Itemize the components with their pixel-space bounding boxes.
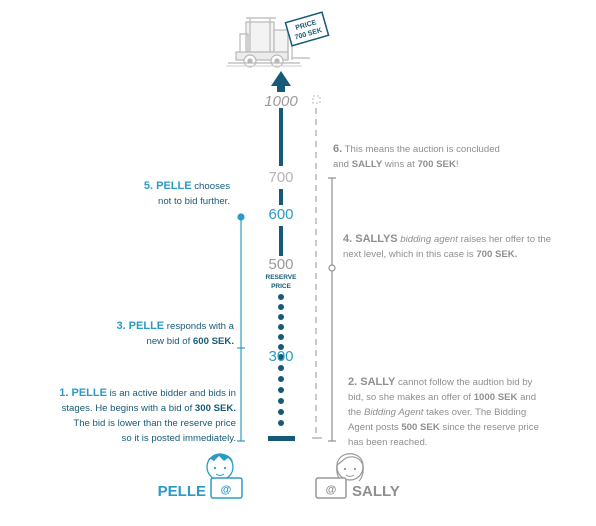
- sally-step2-line2-bold: 1000 SEK: [474, 392, 518, 403]
- arrow-up-icon: [271, 71, 291, 86]
- sally-step2-line2-post: and: [517, 392, 536, 403]
- sally-step6-line2-pre: and: [333, 159, 352, 170]
- svg-text:the Bidding Agent takes over.: the Bidding Agent takes over. The Biddin…: [348, 407, 526, 418]
- sally-step-6: 6. This means the auction is concluded a…: [333, 143, 500, 170]
- sally-step2-line3-post: takes over. The Bidding: [423, 407, 526, 418]
- pelle-step1-line2-pre: stages. He begins with a bid of: [62, 403, 195, 414]
- price-tag: PRICE 700 SEK: [284, 11, 330, 47]
- svg-text:next level, which in this case: next level, which in this case is 700 SE…: [343, 249, 517, 260]
- pelle-step3-line2-pre: new bid of: [147, 336, 193, 347]
- pelle-bracket: [237, 213, 245, 442]
- sally-step6-rest: This means the auction is concluded: [342, 144, 500, 155]
- sally-step2-bold: 2. SALLY: [348, 376, 396, 388]
- pelle-step-1: 1. PELLE is an active bidder and bids in…: [59, 387, 236, 444]
- scale-label-600: 600: [268, 206, 293, 223]
- svg-text:bid, so she makes an offer of: bid, so she makes an offer of 1000 SEK a…: [348, 392, 536, 403]
- pelle-laptop-icon: [210, 477, 243, 499]
- sally-step6-num: 6.: [333, 143, 342, 155]
- scale-bar-500-600: [279, 226, 283, 256]
- pelle-at-icon: @: [221, 484, 232, 496]
- sally-step2-line4-bold: 500 SEK: [401, 422, 439, 433]
- sally-step2-line3-pre: the: [348, 407, 364, 418]
- svg-text:5. PELLE chooses: 5. PELLE chooses: [144, 180, 230, 192]
- scale-dots: [278, 294, 284, 426]
- sally-step2-rest: cannot follow the audtion bid by: [395, 377, 532, 388]
- price-scale: 1000 700 600 500 RESERVE PRICE 300: [264, 71, 298, 441]
- pelle-step1-line4: so it is posted immediately.: [122, 433, 236, 444]
- sally-step2-line5: has been reached.: [348, 437, 427, 448]
- svg-text:stages. He begins with a bid o: stages. He begins with a bid of 300 SEK.: [62, 403, 236, 414]
- svg-text:6. This means the auction is c: 6. This means the auction is concluded: [333, 143, 500, 155]
- pelle-step1-bold: 1. PELLE: [59, 387, 107, 399]
- sally-dashed-top-marker: [312, 95, 321, 104]
- svg-text:and SALLY wins at 700 SEK!: and SALLY wins at 700 SEK!: [333, 159, 459, 170]
- reserve-price-label-line1: RESERVE: [266, 274, 298, 281]
- sally-step2-line3-italic: Bidding Agent: [364, 407, 424, 418]
- sally-step2-line4-pre: Agent posts: [348, 422, 401, 433]
- svg-text:3. PELLE responds with a: 3. PELLE responds with a: [116, 320, 234, 332]
- pelle-step3-bold: 3. PELLE: [116, 320, 164, 332]
- sally-step6-line2-bold: SALLY: [352, 159, 383, 170]
- scale-label-1000: 1000: [264, 93, 298, 110]
- sally-name: SALLY: [352, 483, 400, 500]
- sally-step4-line2-pre: next level, which in this case is: [343, 249, 476, 260]
- svg-text:Agent posts 500 SEK since the: Agent posts 500 SEK since the reserve pr…: [348, 422, 539, 433]
- scale-label-700: 700: [268, 169, 293, 186]
- sally-step-4: 4. SALLYS bidding agent raises her offer…: [343, 233, 551, 260]
- svg-text:4. SALLYS bidding agent raises: 4. SALLYS bidding agent raises her offer…: [343, 233, 551, 245]
- pelle-step1-line2-bold: 300 SEK.: [195, 403, 236, 414]
- sally-step6-line2-bold2: 700 SEK: [417, 159, 455, 170]
- sally-avatar: @: [315, 453, 364, 499]
- scale-label-500: 500: [268, 256, 293, 273]
- sally-step-2: 2. SALLY cannot follow the audtion bid b…: [348, 376, 539, 448]
- sally-step4-marker: [328, 264, 336, 272]
- pelle-step-5: 5. PELLE chooses not to bid further.: [144, 180, 230, 207]
- reserve-price-label-line2: PRICE: [271, 283, 292, 290]
- pelle-avatar: @: [206, 453, 243, 499]
- pelle-step3-rest: responds with a: [164, 321, 235, 332]
- scale-base: [268, 436, 295, 441]
- scale-top-bar: [277, 84, 285, 92]
- svg-text:1. PELLE is an active bidder a: 1. PELLE is an active bidder and bids in: [59, 387, 236, 399]
- pelle-step1-line3: The bid is lower than the reserve price: [73, 418, 236, 429]
- pelle-step-3: 3. PELLE responds with a new bid of 600 …: [116, 320, 234, 347]
- pelle-step1-rest: is an active bidder and bids in: [107, 388, 236, 399]
- forklift-illustration: [226, 17, 310, 68]
- sally-laptop-icon: [315, 477, 347, 499]
- pelle-step5-bold: 5. PELLE: [144, 180, 192, 192]
- svg-text:2. SALLY cannot follow the aud: 2. SALLY cannot follow the audtion bid b…: [348, 376, 533, 388]
- pelle-step5-line2: not to bid further.: [158, 196, 230, 207]
- pelle-name: PELLE: [158, 483, 206, 500]
- sally-dashed-line: [312, 95, 322, 439]
- sally-step6-line2-post: !: [456, 159, 459, 170]
- sally-step4-bold: 4. SALLYS: [343, 233, 398, 245]
- sally-step4-italic: bidding agent: [398, 234, 459, 245]
- sally-step2-line4-post: since the reserve price: [440, 422, 539, 433]
- svg-text:new bid of 600 SEK.: new bid of 600 SEK.: [147, 336, 234, 347]
- sally-bracket: [328, 177, 336, 442]
- scale-bar-700-1000: [279, 108, 283, 166]
- scale-bar-600-700: [279, 189, 283, 205]
- sally-step6-line2-mid: wins at: [382, 159, 417, 170]
- pelle-step3-line2-bold: 600 SEK.: [193, 336, 234, 347]
- sally-step4-line2-bold: 700 SEK.: [476, 249, 517, 260]
- sally-at-icon: @: [326, 484, 337, 496]
- pelle-step5-rest: chooses: [192, 181, 231, 192]
- scale-label-300: 300: [268, 348, 293, 365]
- sally-step2-line2-pre: bid, so she makes an offer of: [348, 392, 474, 403]
- pelle-step5-marker: [237, 213, 245, 221]
- sally-step4-rest: raises her offer to the: [458, 234, 551, 245]
